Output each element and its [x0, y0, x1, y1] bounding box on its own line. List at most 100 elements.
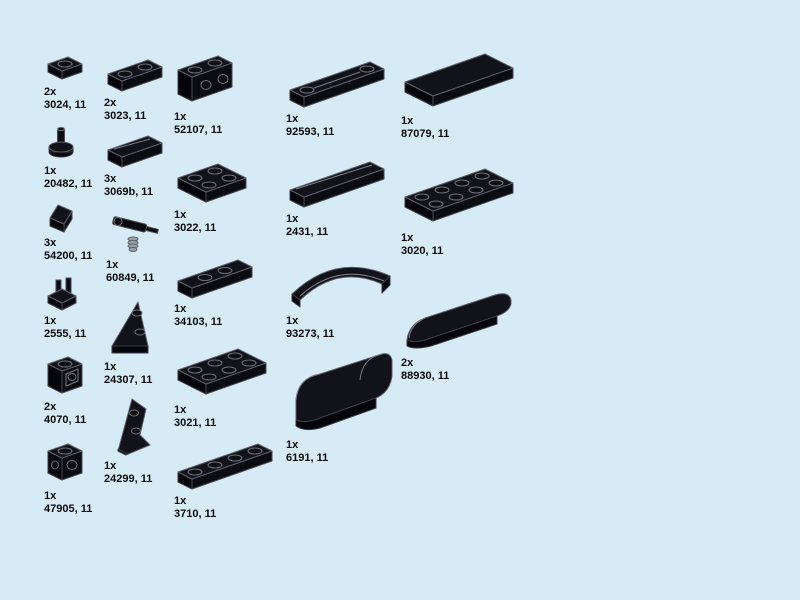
part-label: 1x 92593, 11: [286, 113, 334, 139]
part-label: 1x 52107, 11: [174, 111, 222, 137]
part-label: 1x 34103, 11: [174, 303, 222, 329]
part-label: 1x 6191, 11: [286, 439, 328, 465]
part-label: 1x 3022, 11: [174, 209, 216, 235]
part-label: 2x 4070, 11: [44, 401, 86, 427]
part-number: 54200, 11: [44, 250, 93, 262]
part-label: 2x 88930, 11: [401, 357, 449, 383]
lego-part-87079-icon: [401, 48, 519, 112]
part-number: 88930, 11: [401, 370, 450, 382]
part-number: 3024, 11: [44, 99, 87, 111]
lego-part-24299-icon: [104, 393, 160, 457]
part-number: 3020, 11: [401, 245, 444, 257]
part-label: 1x 3020, 11: [401, 232, 443, 258]
part-item: 1x 52107, 11: [174, 50, 238, 137]
lego-part-3020-icon: [401, 163, 519, 229]
lego-part-47905-icon: [44, 433, 84, 487]
part-qty: 2x: [401, 357, 414, 369]
part-item: 1x 24307, 11: [104, 296, 156, 387]
part-item: 1x 93273, 11: [286, 250, 404, 341]
part-item: 3x 54200, 11: [44, 196, 92, 263]
lego-part-24307-icon: [104, 296, 156, 358]
part-qty: 1x: [174, 209, 187, 221]
part-qty: 1x: [174, 111, 187, 123]
part-qty: 1x: [286, 113, 299, 125]
part-item: 1x 6191, 11: [286, 348, 398, 465]
part-qty: 3x: [44, 237, 57, 249]
part-label: 1x 93273, 11: [286, 315, 334, 341]
lego-part-92593-icon: [286, 58, 390, 110]
part-qty: 3x: [104, 173, 117, 185]
part-label: 1x 47905, 11: [44, 490, 92, 516]
part-qty: 1x: [44, 490, 57, 502]
part-label: 1x 3021, 11: [174, 404, 216, 430]
part-label: 1x 2431, 11: [286, 213, 328, 239]
part-qty: 1x: [174, 404, 187, 416]
part-label: 3x 54200, 11: [44, 237, 92, 263]
part-qty: 2x: [44, 401, 57, 413]
part-item: 1x 92593, 11: [286, 58, 390, 139]
part-qty: 1x: [104, 361, 117, 373]
part-item: 1x 2555, 11: [44, 270, 86, 341]
part-qty: 1x: [286, 315, 299, 327]
part-label: 1x 20482, 11: [44, 165, 92, 191]
part-item: 1x 24299, 11: [104, 393, 160, 486]
lego-part-3710-icon: [174, 440, 278, 492]
part-number: 24307, 11: [104, 374, 153, 386]
part-number: 20482, 11: [44, 178, 93, 190]
part-qty: 1x: [44, 315, 57, 327]
part-qty: 1x: [286, 439, 299, 451]
lego-part-2555-icon: [44, 270, 80, 312]
part-number: 3710, 11: [174, 508, 217, 520]
part-item: 1x 3022, 11: [174, 158, 252, 235]
part-item: 2x 4070, 11: [44, 348, 86, 427]
part-item: 1x 34103, 11: [174, 256, 258, 329]
lego-part-6191-icon: [286, 348, 398, 436]
part-label: 1x 3710, 11: [174, 495, 216, 521]
part-label: 2x 3023, 11: [104, 97, 146, 123]
part-item: 1x 20482, 11: [44, 120, 92, 191]
part-item: 1x 3710, 11: [174, 440, 278, 521]
part-qty: 2x: [104, 97, 117, 109]
part-number: 24299, 11: [104, 473, 153, 485]
part-qty: 1x: [174, 303, 187, 315]
part-number: 47905, 11: [44, 503, 93, 515]
lego-part-20482-icon: [44, 120, 78, 162]
lego-part-3069b-icon: [104, 132, 168, 170]
lego-part-34103-icon: [174, 256, 258, 300]
part-qty: 2x: [44, 86, 57, 98]
part-label: 1x 24307, 11: [104, 361, 152, 387]
lego-part-3023-icon: [104, 56, 168, 94]
lego-part-2431-icon: [286, 158, 390, 210]
lego-part-93273-icon: [286, 250, 404, 312]
part-number: 3022, 11: [174, 222, 217, 234]
lego-part-3021-icon: [174, 343, 272, 401]
lego-part-54200-icon: [44, 196, 84, 234]
part-item: 1x 2431, 11: [286, 158, 390, 239]
part-qty: 1x: [286, 213, 299, 225]
part-number: 87079, 11: [401, 128, 450, 140]
part-item: 3x 3069b, 11: [104, 132, 168, 199]
part-label: 1x 2555, 11: [44, 315, 86, 341]
part-number: 6191, 11: [286, 452, 329, 464]
part-item: 1x 47905, 11: [44, 433, 92, 516]
part-qty: 1x: [106, 259, 119, 271]
lego-part-88930-icon: [401, 288, 519, 354]
part-number: 34103, 11: [174, 316, 223, 328]
part-number: 52107, 11: [174, 124, 223, 136]
part-item: 1x 87079, 11: [401, 48, 519, 141]
lego-part-3024-icon: [44, 50, 88, 83]
lego-part-3022-icon: [174, 158, 252, 206]
part-number: 60849, 11: [106, 272, 155, 284]
part-item: 1x 3021, 11: [174, 343, 272, 430]
part-label: 3x 3069b, 11: [104, 173, 153, 199]
part-number: 3023, 11: [104, 110, 147, 122]
part-number: 93273, 11: [286, 328, 335, 340]
part-number: 2555, 11: [44, 328, 87, 340]
part-qty: 1x: [44, 165, 57, 177]
part-label: 2x 3024, 11: [44, 86, 86, 112]
lego-part-4070-icon: [44, 348, 84, 398]
part-qty: 1x: [401, 115, 414, 127]
lego-part-60849-icon: [106, 208, 166, 256]
part-number: 2431, 11: [286, 226, 329, 238]
